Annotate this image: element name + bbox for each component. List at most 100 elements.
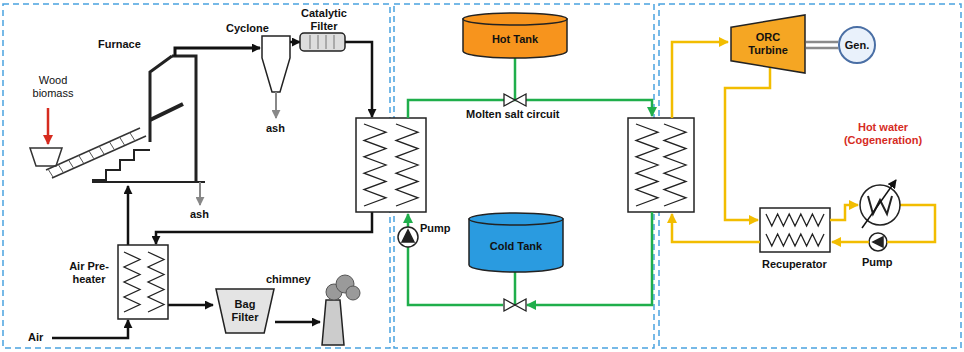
furnace xyxy=(150,56,172,142)
heat-exchanger xyxy=(356,118,426,212)
generator: Gen. xyxy=(838,26,876,64)
salt-line xyxy=(408,58,652,305)
gas-line xyxy=(275,321,320,324)
section-panel xyxy=(659,4,961,348)
coil xyxy=(364,124,386,206)
shaft-line xyxy=(806,47,838,50)
pump-symbol xyxy=(402,230,414,242)
storage-tank-outline xyxy=(469,213,563,225)
salt-line xyxy=(407,214,410,227)
screw-flight xyxy=(130,133,135,141)
screw-feeder xyxy=(52,136,146,178)
pump-symbol xyxy=(873,237,883,247)
coil xyxy=(124,252,140,312)
gas-line xyxy=(156,212,372,244)
coil xyxy=(766,234,824,246)
catalytic-filter xyxy=(318,35,319,49)
orc-line xyxy=(830,205,858,220)
biomass-arrow xyxy=(47,108,50,144)
coil xyxy=(664,124,686,206)
salt-line xyxy=(514,58,517,100)
ash-arrow xyxy=(199,182,201,205)
valve xyxy=(515,299,526,311)
catalytic-filter xyxy=(300,33,345,51)
screw-flight xyxy=(48,169,53,177)
screw-flight xyxy=(99,146,104,154)
orc-line xyxy=(672,42,728,118)
ash-arrow xyxy=(275,92,277,118)
screw-flights xyxy=(48,133,135,177)
coil xyxy=(124,124,824,312)
screw-flight xyxy=(109,142,114,150)
orc-line xyxy=(832,241,869,244)
screw-flight xyxy=(58,164,63,172)
fuel-hopper xyxy=(30,148,62,166)
screw-flight xyxy=(79,155,84,163)
pump-symbol xyxy=(398,227,418,247)
valve xyxy=(515,94,526,106)
condenser xyxy=(868,196,892,214)
part-label: Hot water (Cogeneration) xyxy=(835,121,931,147)
pump-symbol xyxy=(869,233,887,251)
coil xyxy=(396,124,418,206)
smoke xyxy=(326,275,360,300)
screw-flight xyxy=(120,137,125,145)
screw-feeder xyxy=(46,128,146,178)
node-label: ORC Turbine xyxy=(739,31,797,57)
section-panel xyxy=(3,4,390,348)
valve xyxy=(504,299,515,311)
condenser xyxy=(860,180,900,228)
section-panel xyxy=(3,4,961,348)
valve xyxy=(504,94,515,106)
screw-flight xyxy=(68,160,73,168)
catalytic-filter xyxy=(310,35,311,49)
gas-line xyxy=(345,42,372,117)
furnace xyxy=(92,56,205,182)
air-line xyxy=(127,186,130,245)
furnace xyxy=(92,181,205,183)
screw-feeder xyxy=(46,128,140,170)
catalytic-filter xyxy=(334,35,335,49)
condenser xyxy=(862,180,896,228)
catalytic-filter xyxy=(300,33,345,51)
coil xyxy=(636,124,658,206)
part-label: Furnace xyxy=(98,38,141,51)
shaft-line xyxy=(806,41,838,44)
part-label: chimney xyxy=(266,273,311,286)
furnace xyxy=(150,104,183,120)
part-label: Recuperator xyxy=(762,258,827,271)
generator-outline xyxy=(839,27,875,63)
smoke xyxy=(346,286,360,300)
part-label: Molten salt circuit xyxy=(466,108,560,121)
flue-duct xyxy=(175,48,260,56)
node-label: Hot Tank xyxy=(492,33,538,46)
storage-tank-outline xyxy=(469,219,563,272)
part-label: Catalytic Filter xyxy=(296,7,352,33)
node-label: Bag Filter xyxy=(225,298,265,324)
part-label: ash xyxy=(266,122,285,135)
shaft-connector xyxy=(806,42,838,48)
turbine: ORC Turbine xyxy=(730,14,806,74)
heat-exchanger xyxy=(760,208,830,252)
condenser xyxy=(860,185,900,225)
coil xyxy=(766,214,824,226)
orc-line xyxy=(725,66,770,220)
coil xyxy=(148,252,164,312)
gas-line xyxy=(290,41,300,44)
part-label: Pump xyxy=(420,222,451,235)
salt-line xyxy=(514,272,517,305)
storage-tank-outline xyxy=(463,13,567,25)
heat-exchanger xyxy=(118,245,168,319)
part-label: Pump xyxy=(862,256,893,269)
node-label: Cold Tank xyxy=(490,240,542,253)
furnace xyxy=(92,150,150,180)
catalytic-filter xyxy=(310,35,334,49)
chimney-stack xyxy=(322,300,344,345)
turbine-outline xyxy=(731,15,805,73)
storage-tank: Cold Tank xyxy=(468,212,564,272)
part-label: Cyclone xyxy=(226,22,269,35)
catalytic-filter xyxy=(326,35,327,49)
part-label: Air Pre-heater xyxy=(64,260,114,286)
cyclone xyxy=(262,36,290,92)
